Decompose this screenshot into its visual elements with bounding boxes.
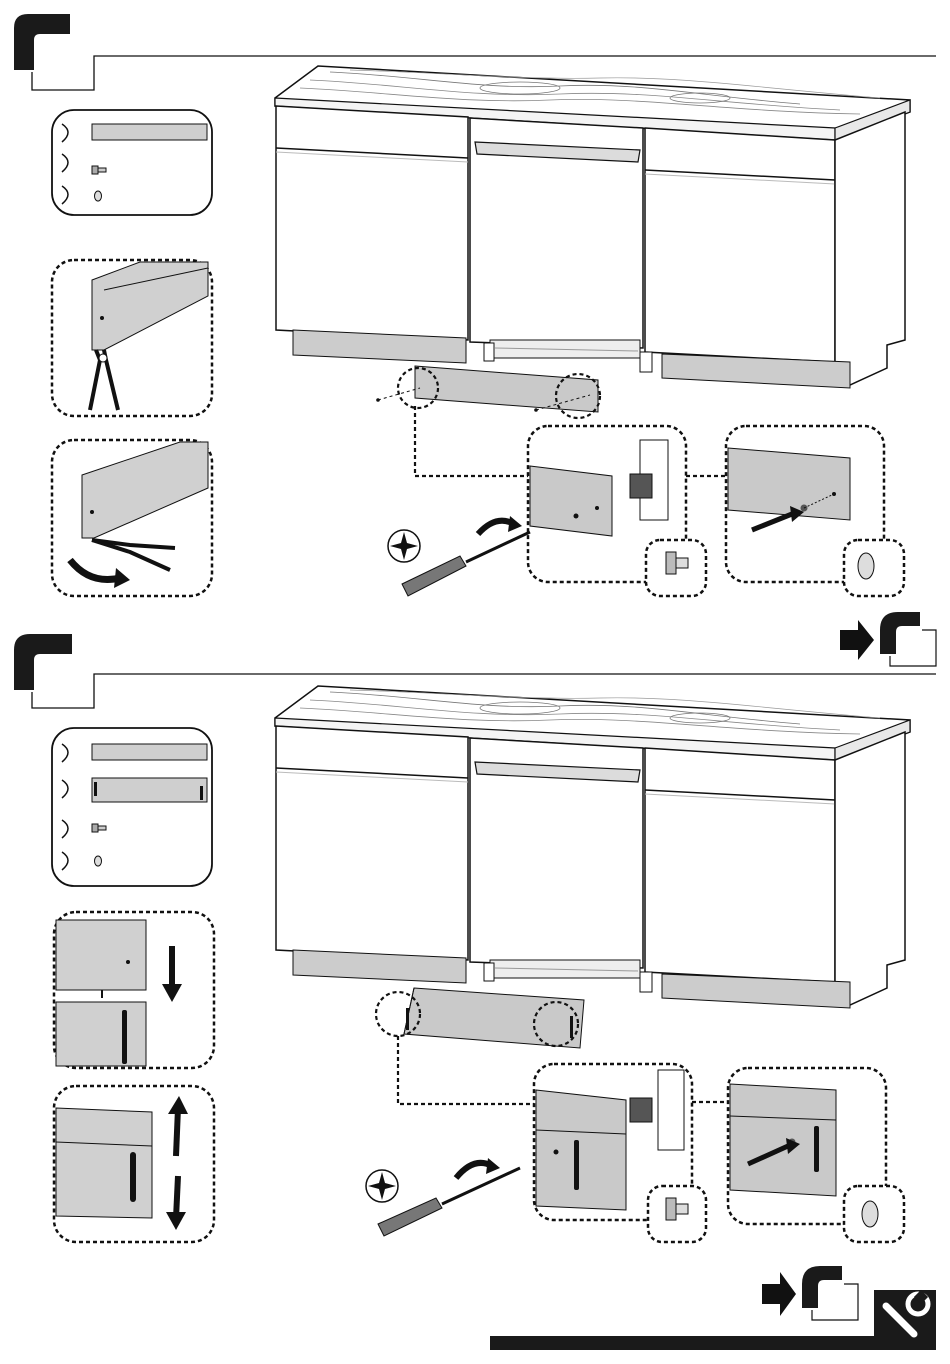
cap-icon (95, 856, 102, 866)
step-2-parts-box (52, 728, 212, 886)
cap-icon (844, 540, 904, 596)
slide-panel-down-detail (54, 912, 214, 1068)
adjust-height-detail (54, 1086, 214, 1242)
cap-fitting-callout (726, 426, 904, 596)
step-2 (14, 634, 936, 1320)
phillips-screwdriver-icon (388, 516, 530, 596)
cap-icon (844, 1186, 904, 1242)
kick-plate-strip-icon (92, 744, 207, 760)
cap-fitting-callout (728, 1068, 904, 1242)
phillips-screwdriver-icon (366, 1158, 520, 1236)
cabinet-illustration (275, 66, 910, 476)
screw-fixing-callout (534, 1064, 706, 1242)
cabinet-illustration (275, 686, 910, 1104)
cap-icon (95, 191, 102, 201)
arrow-next-step-icon[interactable] (840, 612, 936, 666)
kick-plate (415, 366, 598, 412)
footer-bar (490, 1290, 936, 1350)
kick-plate-with-slot-icon (92, 778, 207, 802)
kick-plate-strip-icon (92, 124, 207, 140)
step-1 (14, 14, 936, 666)
screw-fixing-callout (528, 426, 706, 596)
step-1-parts-box (52, 110, 212, 215)
kick-plate (404, 988, 584, 1048)
screw-icon (648, 1186, 706, 1242)
pliers-break-tab-detail (52, 440, 212, 596)
screw-icon (646, 540, 706, 596)
pliers-bend-tab-detail (52, 260, 212, 416)
arrow-next-step-icon[interactable] (762, 1266, 858, 1320)
